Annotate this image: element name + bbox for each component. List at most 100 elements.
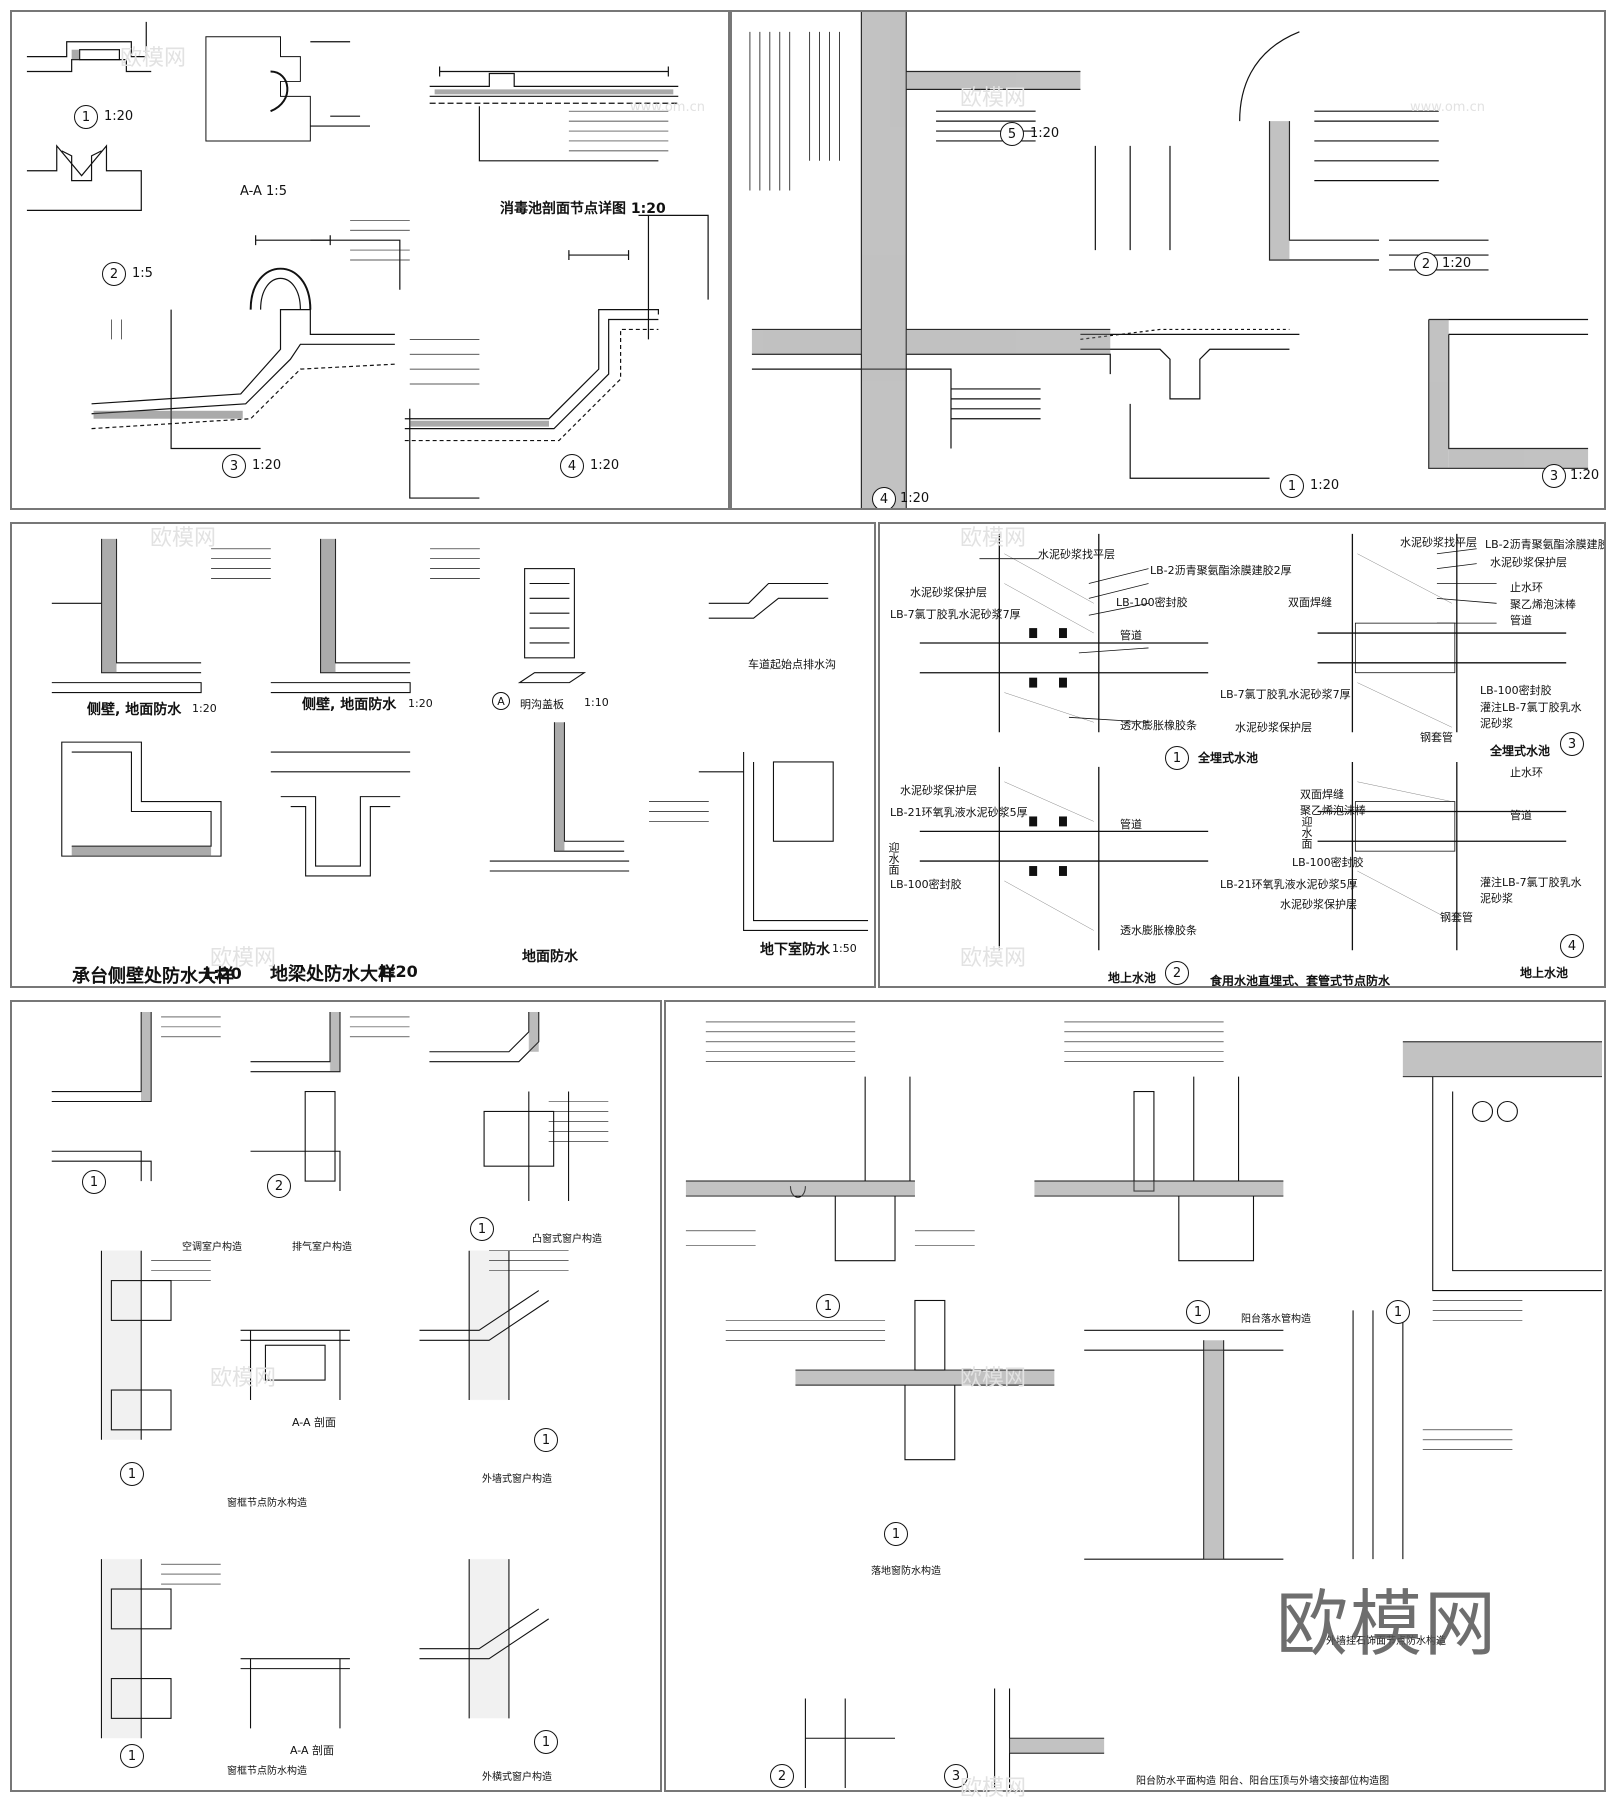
scale-ground-beam: 1:20 xyxy=(378,962,418,981)
label-lb21-r: LB-21环氧乳液水泥砂浆5厚 xyxy=(1220,878,1358,891)
label-pipe-r2: 管道 xyxy=(1510,809,1532,822)
caption-above-ground-r: 地上水池 xyxy=(1520,966,1569,980)
caption-wall-window: 外墙式窗户构造 xyxy=(482,1474,552,1485)
label-steel-sleeve-2: 钢套管 xyxy=(1440,911,1473,924)
caption-buried-tank: 全埋式水池 xyxy=(1198,751,1259,765)
label-lb100-r2: LB-100密封胶 xyxy=(1292,856,1364,869)
detail-number-1e: 1 xyxy=(120,1744,144,1768)
panel6-drawing xyxy=(685,1021,1603,1789)
caption-ground-beam: 地梁处防水大样 xyxy=(270,964,396,985)
caption-pile-cap: 承台侧壁处防水大样 xyxy=(72,966,234,987)
label-double-weld: 双面焊缝 xyxy=(1288,596,1332,609)
detail-panel-window-waterproof: 1 空调室户构造 2 排气室户构造 1 凸窗式窗户构造 1 窗框节点防水构造 A… xyxy=(10,1000,662,1792)
panel2-drawing xyxy=(749,12,1589,508)
detail-number-1: 1 xyxy=(74,105,98,129)
scale-3: 1:20 xyxy=(252,458,282,473)
detail-panel-wall-floor-waterproof: 侧壁, 地面防水 1:20 侧壁, 地面防水 1:20 A 明沟盖板 1:10 … xyxy=(10,522,876,988)
panel3-drawing xyxy=(51,538,869,932)
scale-5: 1:20 xyxy=(1030,126,1060,141)
label-protect-2: 水泥砂浆保护层 xyxy=(900,784,977,797)
label-foam-rod-2: 聚乙烯泡沫棒 xyxy=(1300,804,1366,817)
caption-above-ground-tank: 地上水池 xyxy=(1108,971,1157,985)
caption-cover-plate: 明沟盖板 xyxy=(520,698,564,711)
detail-number-1: 1 xyxy=(82,1170,106,1194)
detail-number-1c: 1 xyxy=(120,1462,144,1486)
detail-number-5: 5 xyxy=(1000,122,1024,146)
detail-number-1: 1 xyxy=(816,1294,840,1318)
detail-number-2: 2 xyxy=(1414,252,1438,276)
scale-basement: 1:50 xyxy=(832,942,857,955)
detail-number-1b: 1 xyxy=(470,1217,494,1241)
scale-2: 1:5 xyxy=(132,266,153,281)
panel4-title: 食用水池直埋式、套管式节点防水 xyxy=(1210,974,1391,988)
detail-letter-a: A xyxy=(492,692,510,710)
label-pipe-2: 管道 xyxy=(1120,818,1142,831)
detail-number-1d: 1 xyxy=(884,1522,908,1546)
caption-ac-window: 空调室户构造 xyxy=(182,1242,242,1253)
panel1-drawing xyxy=(26,21,709,499)
caption-bay-window: 凸窗式窗户构造 xyxy=(532,1234,602,1245)
label-pipe: 管道 xyxy=(1120,629,1142,642)
section-aa-label: A-A 1:5 xyxy=(240,184,287,199)
label-waterstop: 止水环 xyxy=(1510,581,1543,594)
detail-number-1d: 1 xyxy=(534,1428,558,1452)
caption-floor-window: 落地窗防水构造 xyxy=(871,1566,941,1577)
label-water-face-r: 迎水面 xyxy=(1300,816,1313,849)
label-lb100-2: LB-100密封胶 xyxy=(890,878,962,891)
scale-4: 1:20 xyxy=(900,491,930,506)
scale-cover-plate: 1:10 xyxy=(584,696,609,709)
label-lb21: LB-21环氧乳液水泥砂浆5厚 xyxy=(890,806,1028,819)
caption-frame-node: 窗框节点防水构造 xyxy=(227,1498,307,1509)
detail-panel-disinfection-pool: 1 1:20 2 1:5 A-A 1:5 消毒池剖面节点详图 1:20 3 1:… xyxy=(10,10,730,510)
detail-panel-basement-waterproof: 5 1:20 4 1:20 1 1:20 2 1:20 3 1:20 xyxy=(730,10,1606,510)
detail-panel-water-tank-pipes: 水泥砂浆找平层 LB-2沥青聚氨酯涂膜建胶2厚 水泥砂浆保护层 LB-7氯丁胶乳… xyxy=(878,522,1606,988)
label-water-face: 迎水面 xyxy=(887,842,900,875)
detail-number-3: 3 xyxy=(1560,732,1584,756)
label-protect-r3: 水泥砂浆保护层 xyxy=(1280,898,1357,911)
detail-number-1c: 1 xyxy=(1386,1300,1410,1324)
caption-balcony-downpipe: 阳台落水管构造 xyxy=(1241,1314,1311,1325)
label-protect: 水泥砂浆保护层 xyxy=(910,586,987,599)
detail-number-4: 4 xyxy=(560,454,584,478)
scale-1: 1:20 xyxy=(1310,478,1340,493)
caption-basement: 地下室防水 xyxy=(760,942,830,958)
detail-number-1f: 1 xyxy=(534,1730,558,1754)
detail-number-1: 1 xyxy=(1165,746,1189,770)
scale-4: 1:20 xyxy=(590,458,620,473)
label-swell-strip-2: 透水膨胀橡胶条 xyxy=(1120,924,1197,937)
label-lb100: LB-100密封胶 xyxy=(1116,596,1188,609)
detail-number-4: 4 xyxy=(872,487,896,508)
label-screed-r: 水泥砂浆找平层 xyxy=(1400,536,1477,549)
scale-1: 1:20 xyxy=(104,109,134,124)
detail-number-2: 2 xyxy=(1165,961,1189,985)
detail-number-3: 3 xyxy=(222,454,246,478)
detail-number-4: 4 xyxy=(1560,934,1584,958)
label-protect-r2: 水泥砂浆保护层 xyxy=(1235,721,1312,734)
panel5-drawing xyxy=(51,1011,609,1739)
caption-floor: 地面防水 xyxy=(522,949,578,965)
scale-3: 1:20 xyxy=(1570,468,1600,483)
caption-driveway-trench: 车道起始点排水沟 xyxy=(748,658,836,671)
scale-2: 1:20 xyxy=(1442,256,1472,271)
detail-number-2: 2 xyxy=(102,262,126,286)
caption-side-wall-1: 侧壁, 地面防水 xyxy=(87,702,182,718)
label-foam-rod: 聚乙烯泡沫棒 xyxy=(1510,598,1576,611)
label-steel-sleeve: 钢套管 xyxy=(1420,731,1453,744)
label-swell-strip: 透水膨胀橡胶条 xyxy=(1120,719,1197,732)
detail-number-1b: 1 xyxy=(1186,1300,1210,1324)
label-waterstop-2: 止水环 xyxy=(1510,766,1543,779)
label-lb7-r: LB-7氯丁胶乳水泥砂浆7厚 xyxy=(1220,688,1351,701)
caption-side-wall-2: 侧壁, 地面防水 xyxy=(302,697,397,713)
caption-buried-tank-r: 全埋式水池 xyxy=(1490,744,1551,758)
label-lb7: LB-7氯丁胶乳水泥砂浆7厚 xyxy=(890,608,1021,621)
caption-aa-section: A-A 剖面 xyxy=(292,1416,337,1429)
scale-pile-cap: 1:20 xyxy=(202,964,242,983)
scale-side-wall-2: 1:20 xyxy=(408,697,433,710)
detail-panel-balcony-waterproof: 1 1 阳台落水管构造 1 1 落地窗防水构造 外墙挂石饰面节点防水构造 2 3… xyxy=(664,1000,1606,1792)
caption-stone-facade: 外墙挂石饰面节点防水构造 xyxy=(1326,1636,1446,1647)
label-protect-r: 水泥砂浆保护层 xyxy=(1490,556,1567,569)
caption-vent-window: 排气室户构造 xyxy=(292,1242,352,1253)
caption-horizontal-window: 外横式窗户构造 xyxy=(482,1772,552,1783)
disinfection-pool-title: 消毒池剖面节点详图 1:20 xyxy=(500,201,666,217)
detail-number-3: 3 xyxy=(1542,464,1566,488)
